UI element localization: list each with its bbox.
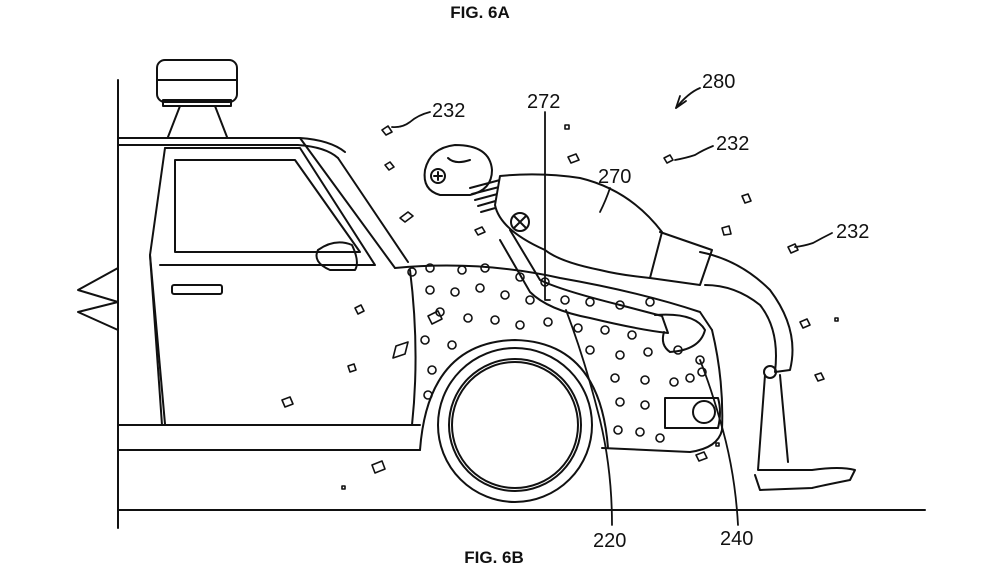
leader-220 xyxy=(565,309,613,526)
figure-caption-bottom: FIG. 6B xyxy=(464,548,524,567)
roof-sensor xyxy=(156,59,238,138)
label-240: 240 xyxy=(720,528,753,550)
figure-caption-top: FIG. 6A xyxy=(450,3,510,22)
leader-270 xyxy=(599,187,611,213)
leader-232-right-lower xyxy=(794,232,833,248)
car-body xyxy=(77,137,724,453)
leader-232-left xyxy=(391,111,431,129)
pedestrian-dummy xyxy=(423,144,856,491)
label-272: 272 xyxy=(527,91,560,113)
label-280: 280 xyxy=(702,71,735,93)
label-270: 270 xyxy=(598,166,631,188)
label-232-right-lower: 232 xyxy=(836,221,869,243)
front-wheel xyxy=(437,347,593,503)
leader-lines xyxy=(391,87,833,526)
debris-particles xyxy=(281,124,839,490)
label-232-right-upper: 232 xyxy=(716,133,749,155)
leader-272 xyxy=(544,111,551,301)
adhesive-dots xyxy=(407,263,707,443)
leader-232-right-upper xyxy=(674,145,714,161)
label-232-left: 232 xyxy=(432,100,465,122)
leader-240 xyxy=(699,359,739,526)
label-220: 220 xyxy=(593,530,626,552)
